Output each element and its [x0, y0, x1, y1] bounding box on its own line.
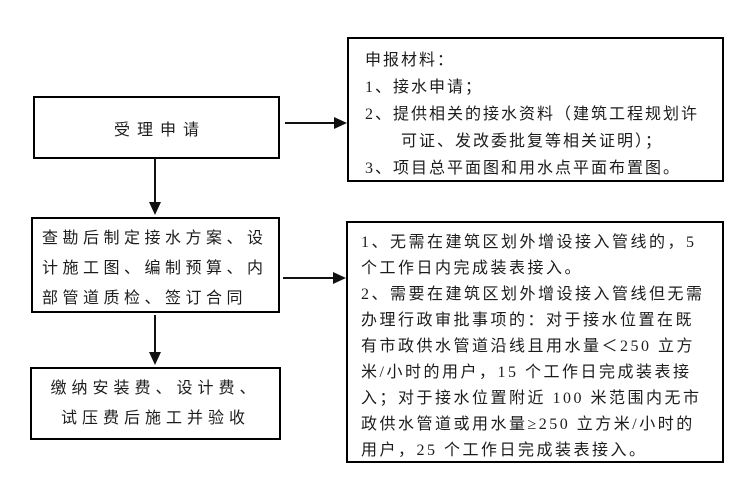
arrow-survey-to-payment: [149, 315, 161, 365]
arrow-shaft: [154, 315, 156, 354]
arrow-accept-to-materials: [285, 117, 347, 129]
text-line: 1、接水申请；: [365, 79, 484, 96]
text-line: 试压费后施工并验收: [60, 410, 250, 427]
arrow-shaft: [285, 122, 336, 124]
arrow-shaft: [283, 277, 335, 279]
text-line: 入；对于接水位置附近 100 米范围内无市: [361, 390, 702, 407]
arrowhead-down-icon: [149, 202, 161, 215]
text-line: 3、项目总平面图和用水点平面布置图。: [365, 160, 682, 177]
flow-node-accept-application: 受理申请: [33, 96, 280, 159]
text-line: 2、提供相关的接水资料（建筑工程规划许: [365, 106, 700, 123]
text-line: 2、需要在建筑区划外增设接入管线但无需: [361, 286, 705, 303]
text-line: 1、无需在建筑区划外增设接入管线的，5: [361, 234, 697, 251]
arrow-survey-to-timelimits: [283, 272, 346, 284]
text-line: 用户，25 个工作日完成装表接入。: [361, 442, 648, 459]
text-line: 可证、发改委批复等相关证明）；: [365, 133, 664, 150]
text-line: 申报材料：: [365, 52, 456, 69]
text-line: 有市政供水管道沿线且用水量＜250 立方: [361, 338, 696, 355]
arrowhead-down-icon: [149, 352, 161, 365]
text-line: 部管道质检、签订合同: [42, 290, 248, 307]
flow-node-survey-design-contract: 查勘后制定接水方案、设计施工图、编制预算、内部管道质检、签订合同: [31, 217, 280, 313]
text-line: 缴纳安装费、设计费、: [50, 380, 261, 397]
note-completion-time-limits: 1、无需在建筑区划外增设接入管线的，5 个工作日内完成装表接入。 2、需要在建筑区划…: [346, 221, 724, 463]
arrowhead-right-icon: [333, 272, 346, 284]
text-line: 计施工图、编制预算、内: [42, 260, 268, 277]
flow-node-pay-fees-construct-accept: 缴纳安装费、设计费、试压费后施工并验收: [30, 367, 281, 440]
arrow-accept-to-survey: [149, 158, 161, 215]
arrow-shaft: [154, 158, 156, 204]
text-line: 个工作日内完成装表接入。: [361, 260, 584, 277]
text-line: 受理申请: [113, 121, 206, 139]
text-line: 查勘后制定接水方案、设: [42, 230, 268, 247]
text-line: 米/小时的用户，15 个工作日完成装表接: [361, 364, 692, 381]
text-line: 政供水管道或用水量≥250 立方米/小时的: [361, 416, 695, 433]
note-application-materials: 申报材料： 1、接水申请； 2、提供相关的接水资料（建筑工程规划许 可证、发改委批复…: [347, 37, 724, 182]
arrowhead-right-icon: [334, 117, 347, 129]
text-line: 办理行政审批事项的：对于接水位置在既: [361, 312, 695, 329]
